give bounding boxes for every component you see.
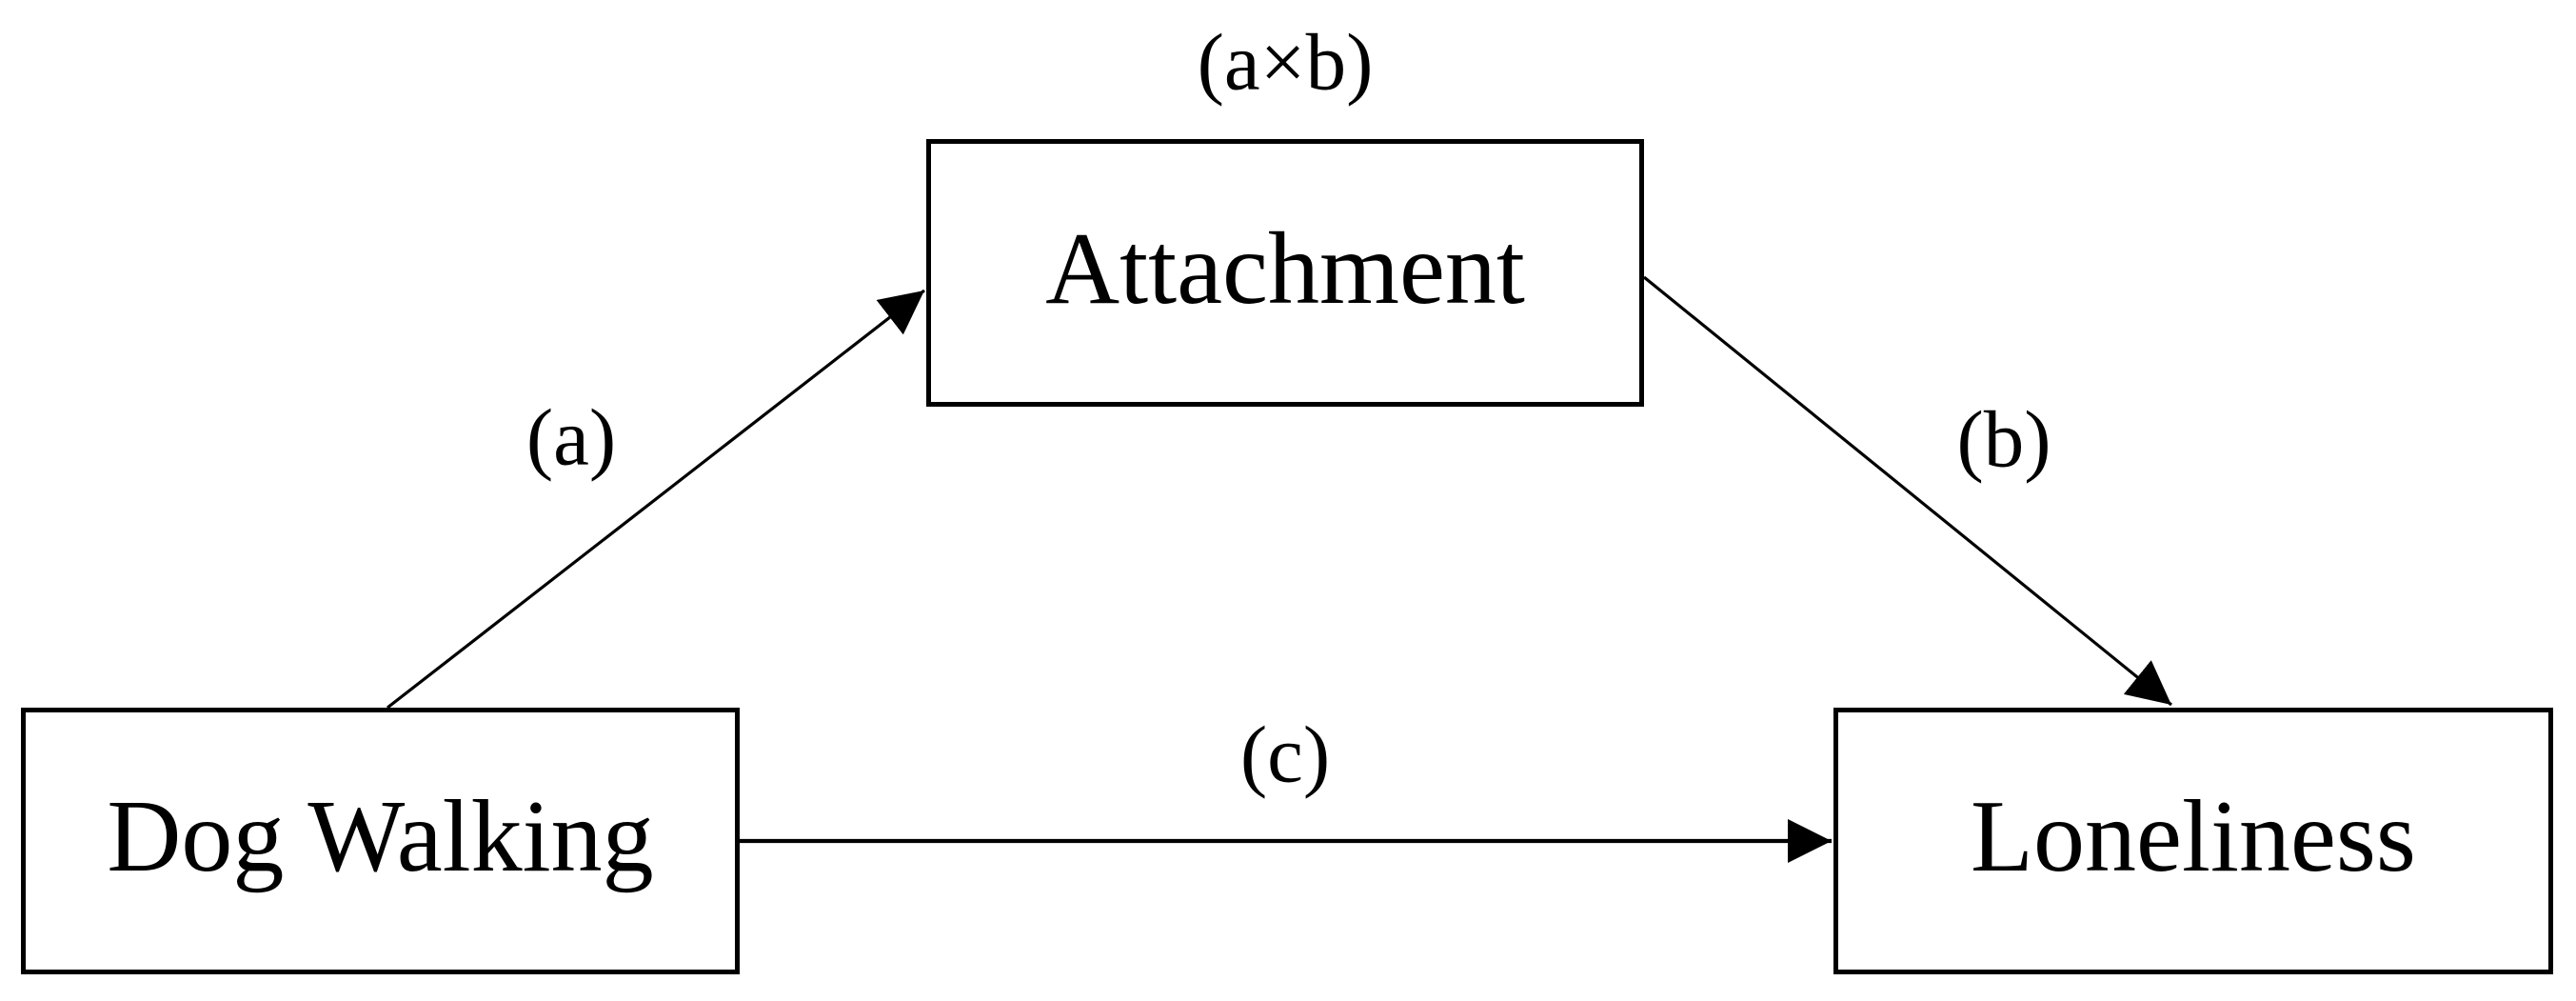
node-dog-walking-label: Dog Walking <box>107 780 654 893</box>
path-c-label: (c) <box>1239 710 1331 800</box>
node-attachment: Attachment <box>926 139 1644 407</box>
indirect-effect-label: (a×b) <box>1197 17 1374 108</box>
node-loneliness-label: Loneliness <box>1971 780 2416 893</box>
node-attachment-label: Attachment <box>1045 211 1525 326</box>
path-b-arrow <box>1642 275 2173 707</box>
path-a-arrow <box>386 289 925 710</box>
node-loneliness: Loneliness <box>1833 708 2553 974</box>
node-dog-walking: Dog Walking <box>21 708 740 974</box>
path-b-label: (b) <box>1956 394 2051 485</box>
path-a-label: (a) <box>525 392 617 483</box>
